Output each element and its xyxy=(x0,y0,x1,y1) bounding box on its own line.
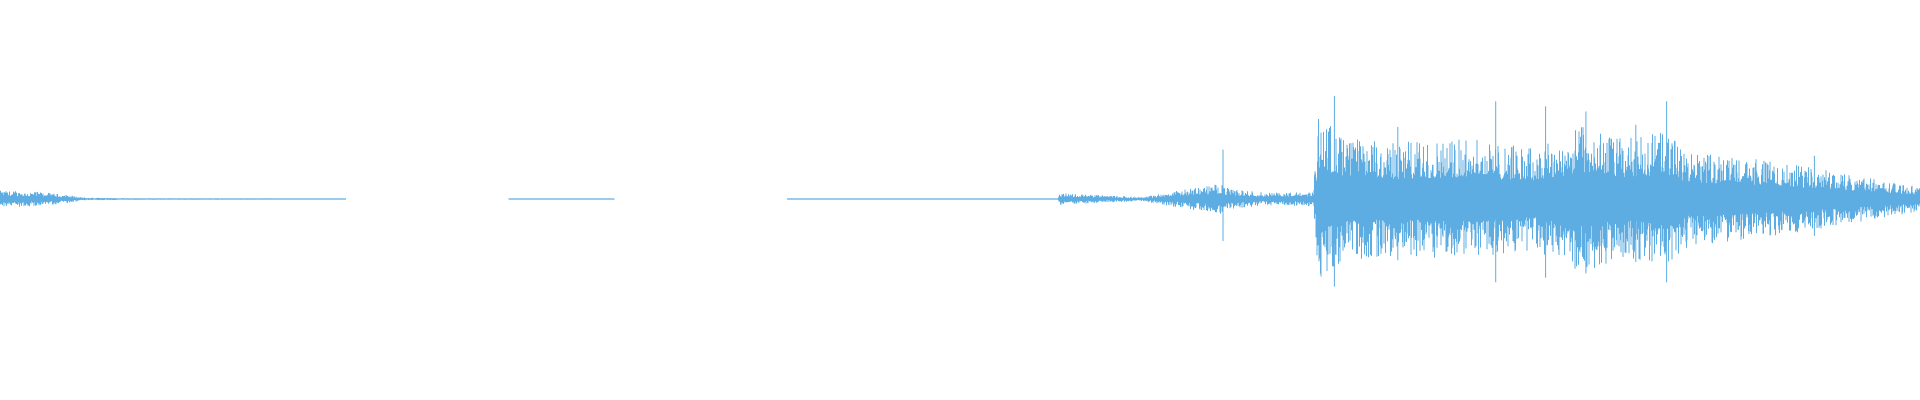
waveform-body xyxy=(0,119,1920,277)
waveform-samples xyxy=(0,96,1920,287)
